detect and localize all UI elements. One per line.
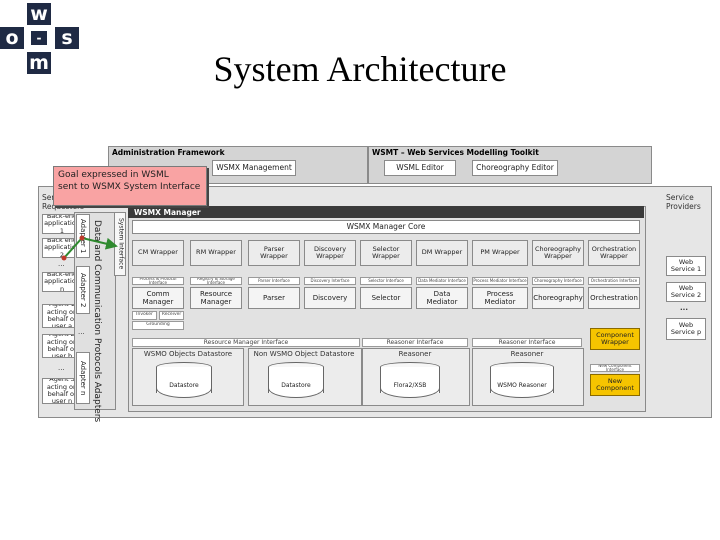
requester-ellipsis-2: ... — [58, 364, 65, 372]
slide-title: System Architecture — [213, 49, 507, 89]
wsmx-management-box: WSMX Management — [212, 160, 296, 176]
interface-choreography: Choreography Interface — [532, 277, 584, 285]
reasoner-interface-2: Reasoner Interface — [472, 338, 582, 347]
wrapper-selector: Selector Wrapper — [360, 240, 412, 266]
interface-selector: Selector Interface — [360, 277, 412, 285]
wsmx-manager-core: WSMX Manager Core — [132, 220, 640, 234]
reasoner-interface-1: Reasoner Interface — [362, 338, 468, 347]
component-wrapper-box: Component Wrapper — [590, 328, 640, 350]
nonwsmo-datastore-label: Non WSMO Object Datastore — [253, 350, 355, 358]
wrapper-parser: Parser Wrapper — [248, 240, 300, 266]
interface-parser: Parser Interface — [248, 277, 300, 285]
provider-ellipsis: ... — [680, 304, 688, 312]
adapter-ellipsis: ... — [78, 328, 85, 336]
wrapper-orchestration: Orchestration Wrapper — [588, 240, 640, 266]
wrapper-choreography: Choreography Wrapper — [532, 240, 584, 266]
provider-web-service-2: Web Service 2 — [666, 282, 706, 302]
choreography-editor-box: Choreography Editor — [472, 160, 558, 176]
nonwsmo-datastore-cylinder: Datastore — [268, 362, 324, 398]
wrapper-rm: RM Wrapper — [190, 240, 242, 266]
provider-web-service-1: Web Service 1 — [666, 256, 706, 276]
component-process-mediator: Process Mediator — [472, 287, 528, 309]
adapter-2: Adapter 2 — [76, 266, 90, 314]
comm-receiver: Receiver — [159, 311, 184, 320]
wrapper-dm: DM Wrapper — [416, 240, 468, 266]
comm-invoker: Invoker — [132, 311, 157, 320]
wsmx-manager-header-bar — [128, 206, 644, 218]
component-data-mediator: Data Mediator — [416, 287, 468, 309]
wsml-editor-box: WSML Editor — [384, 160, 456, 176]
component-parser: Parser — [248, 287, 300, 309]
wsmt-title: WSMT – Web Services Modelling Toolkit — [372, 148, 539, 157]
goal-note: Goal expressed in WSML sent to WSMX Syst… — [53, 166, 207, 206]
interface-process-mediator: Process Mediator Interface — [472, 277, 528, 285]
reasoner-cylinder-1: Flora2/XSB — [380, 362, 440, 398]
requester-ellipsis-1: ... — [58, 260, 65, 268]
wsmo-datastore-text: Datastore — [169, 382, 199, 389]
component-choreography: Choreography — [532, 287, 584, 309]
arrow-path — [63, 236, 118, 259]
logo-square-w: w — [27, 3, 51, 25]
adapter-n: Adapter n — [76, 352, 90, 404]
service-providers-title: Service Providers — [666, 193, 701, 211]
new-component-box: New Component — [590, 374, 640, 396]
comm-grounding: Grounding — [132, 321, 184, 330]
logo-square-s: s — [55, 27, 79, 49]
logo-square-m: m — [27, 52, 51, 74]
interface-discovery: Discovery Interface — [304, 277, 356, 285]
interface-process-protocol: Process & Protocol Interface — [132, 277, 184, 285]
wrapper-discovery: Discovery Wrapper — [304, 240, 356, 266]
goal-note-line-1: Goal expressed in WSML — [58, 170, 169, 180]
reasoner-cylinder-2: WSMO Reasoner — [490, 362, 554, 398]
requester-backend-1: Back-end application 1 — [42, 214, 82, 234]
logo-square-o: o — [0, 27, 24, 49]
reasoner-label-1: Reasoner — [398, 350, 432, 358]
reasoner-store-1: Flora2/XSB — [393, 382, 427, 389]
arrow-mid-dot — [79, 235, 85, 241]
component-resource-manager: Resource Manager — [190, 287, 242, 309]
interface-data-mediator: Data Mediator Interface — [416, 277, 468, 285]
wrapper-cm: CM Wrapper — [132, 240, 184, 266]
component-comm-manager: Comm Manager — [132, 287, 184, 309]
logo-center: - — [31, 31, 47, 45]
resource-manager-interface: Resource Manager Interface — [132, 338, 360, 347]
requester-backend-n: Back-end application n — [42, 272, 82, 292]
administration-framework-title: Administration Framework — [112, 148, 225, 157]
provider-web-service-p: Web Service p — [666, 318, 706, 340]
reasoner-label-2: Reasoner — [510, 350, 544, 358]
wsmx-manager-title: WSMX Manager — [134, 208, 201, 217]
arrow-origin-dot — [61, 255, 67, 261]
new-component-interface: New Component Interface — [590, 364, 640, 372]
component-orchestration: Orchestration — [588, 287, 640, 309]
adapters-vertical-label: Data and Communication Protocols Adapter… — [92, 220, 102, 423]
wsmo-objects-datastore-label: WSMO Objects Datastore — [143, 350, 233, 358]
component-selector: Selector — [360, 287, 412, 309]
wsmo-datastore-cylinder: Datastore — [156, 362, 212, 398]
goal-note-line-2: sent to WSMX System Interface — [58, 181, 201, 192]
wrapper-pm: PM Wrapper — [472, 240, 528, 266]
interface-orchestration: Orchestration Interface — [588, 277, 640, 285]
component-discovery: Discovery — [304, 287, 356, 309]
interface-registry-storage: Registry & Storage Interface — [190, 277, 242, 285]
nonwsmo-datastore-text: Datastore — [281, 382, 311, 389]
reasoner-store-2: WSMO Reasoner — [497, 382, 547, 389]
